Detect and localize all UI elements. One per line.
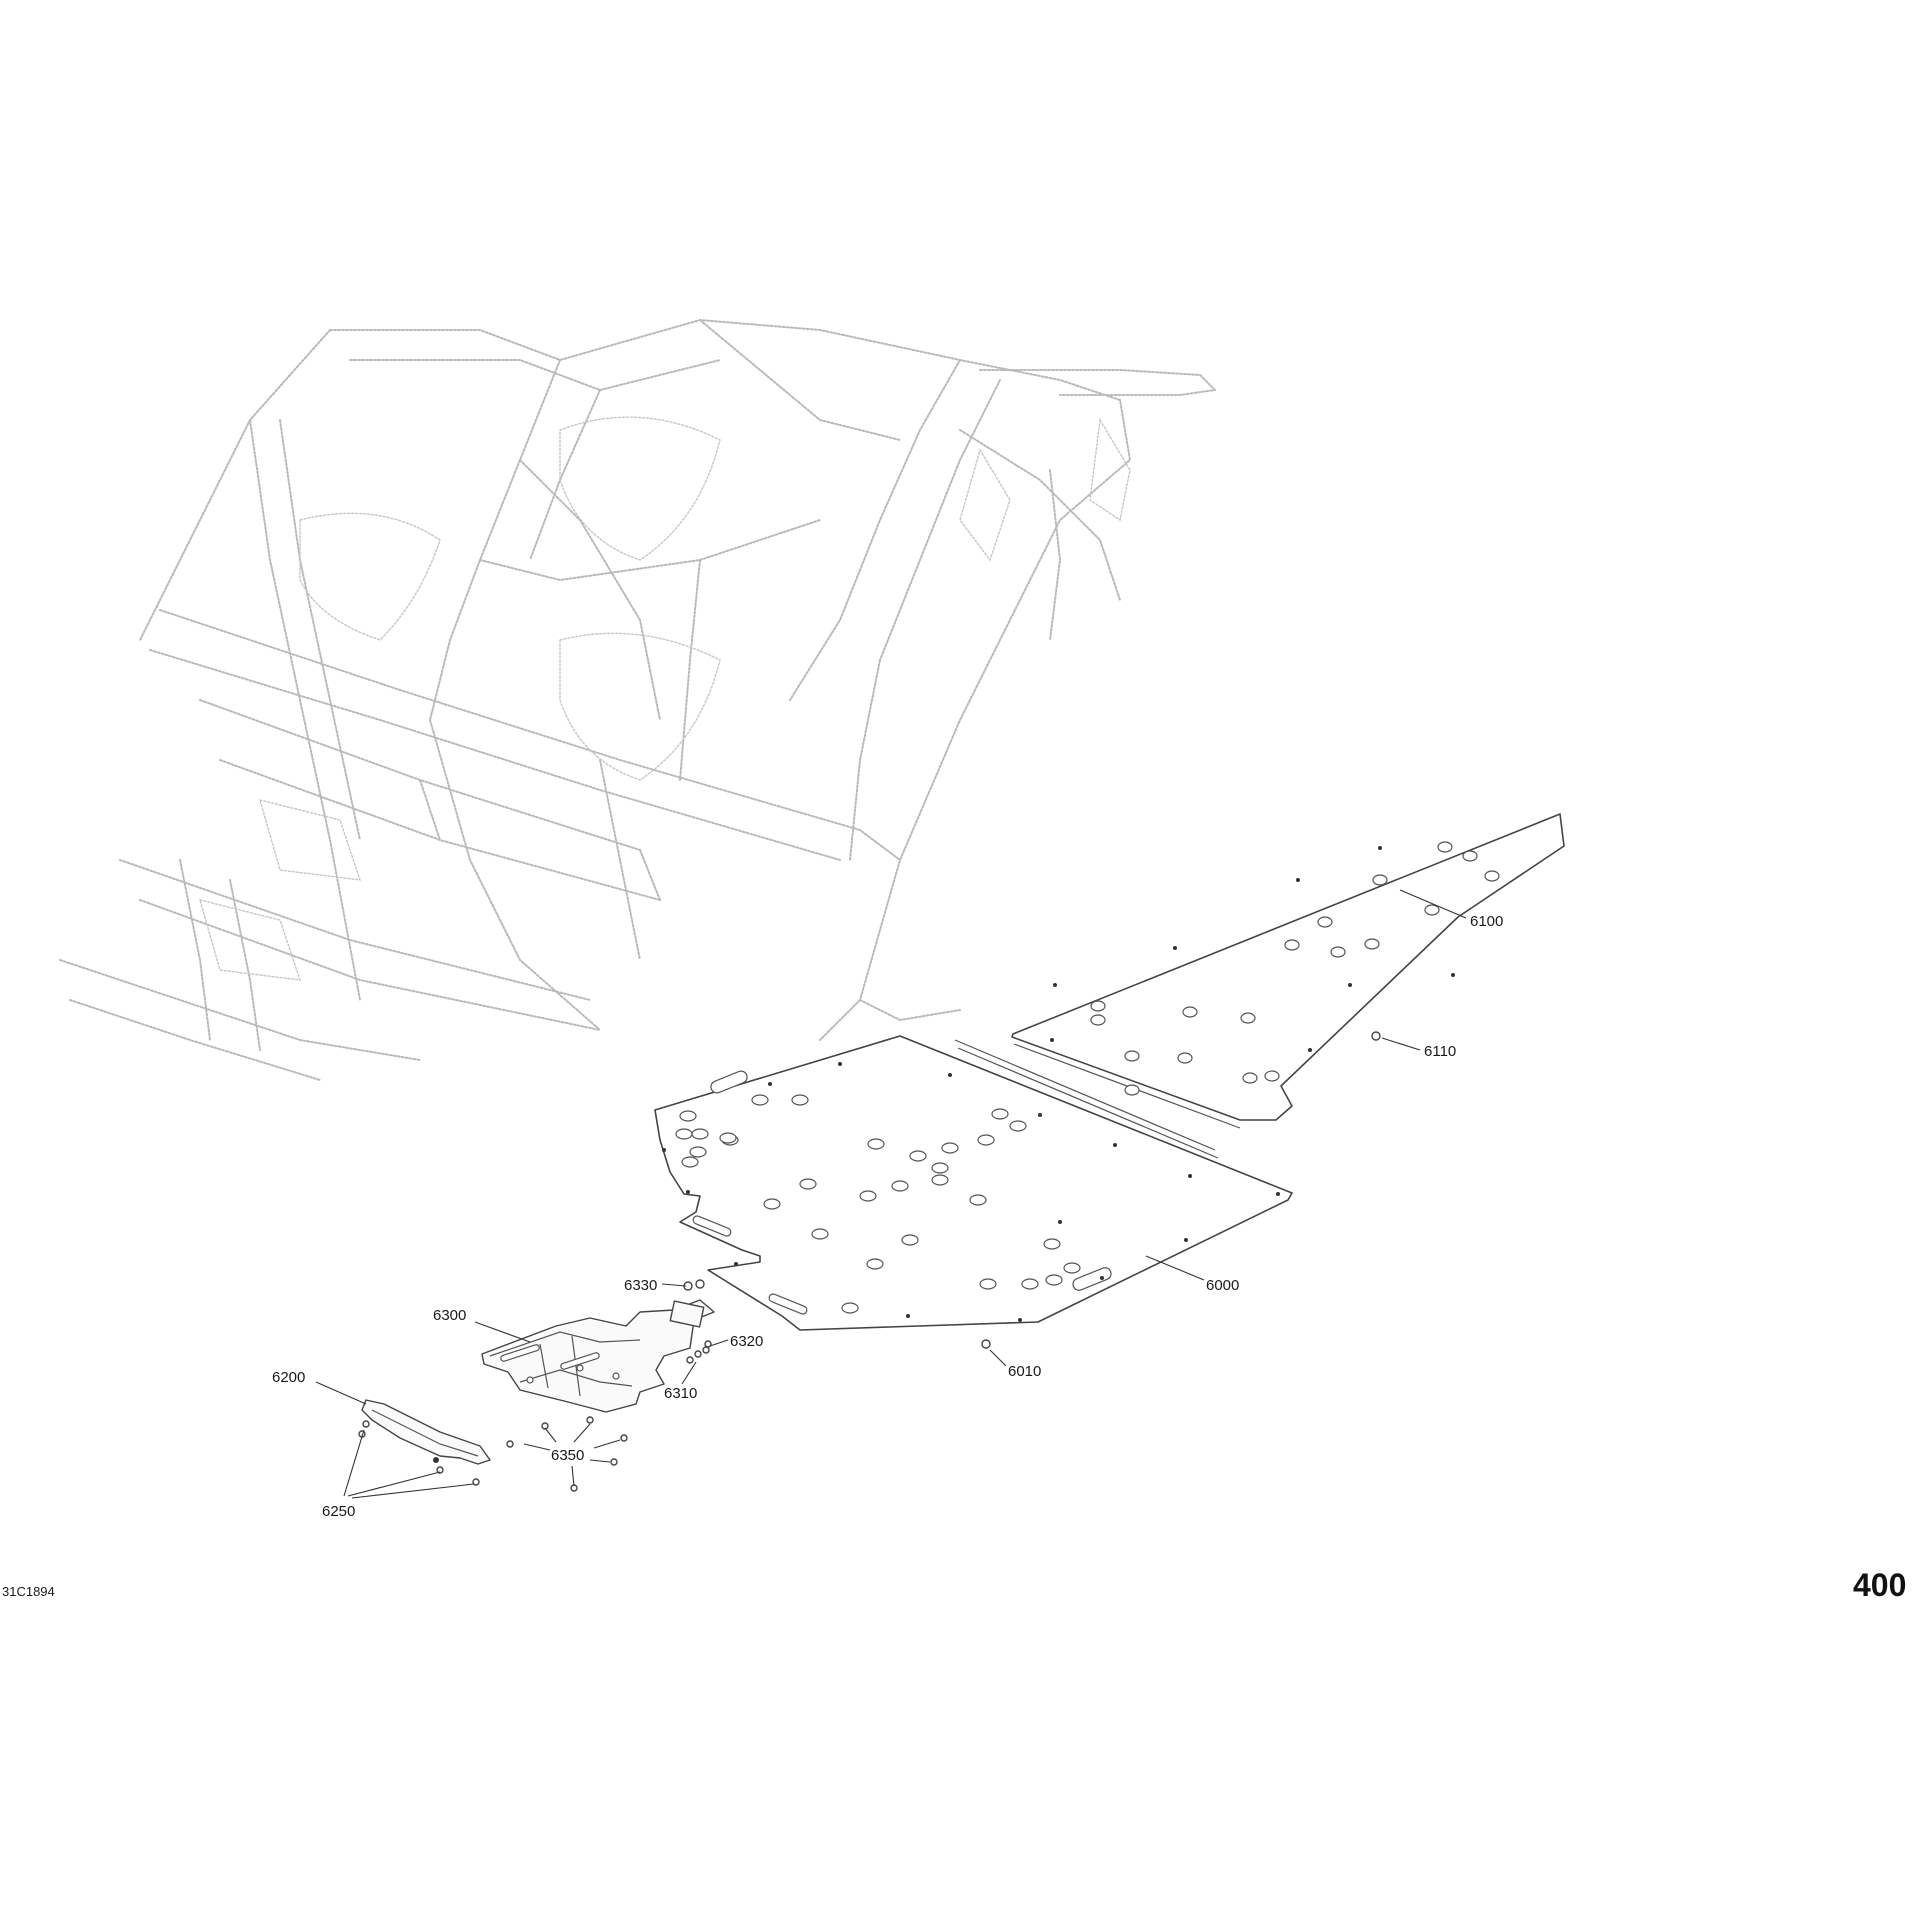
skid-plate-6100[interactable] [1011, 813, 1565, 1129]
callout-labels: 6100 6110 6000 6010 6300 6330 6320 6310 … [272, 913, 1503, 1520]
hardware-6330 [683, 1279, 705, 1291]
page-number: 400 [1853, 1567, 1906, 1603]
skid-plate-6300[interactable] [481, 1299, 715, 1413]
callout-6330: 6330 [624, 1277, 657, 1294]
guard-6200[interactable] [361, 1399, 491, 1465]
leader-lines [315, 889, 1467, 1499]
plate-6100-holes [1090, 841, 1500, 1096]
callout-6110: 6110 [1424, 1043, 1456, 1060]
hardware-6320 [702, 1340, 712, 1354]
callout-6320: 6320 [730, 1333, 763, 1350]
callout-6300: 6300 [433, 1307, 466, 1324]
skid-plate-6000[interactable] [654, 1035, 1293, 1331]
plate-6000-bolts [662, 1062, 1280, 1322]
hardware-6010 [981, 1339, 991, 1349]
hardware-6310 [686, 1350, 702, 1364]
callout-6010: 6010 [1008, 1363, 1041, 1380]
hardware-6110 [1371, 1031, 1381, 1041]
callout-6100: 6100 [1470, 913, 1503, 930]
callout-6200: 6200 [272, 1369, 305, 1386]
hardware-6350 [506, 1416, 628, 1492]
plate-6100-bolts [1050, 846, 1455, 1052]
drawing-code: 31C1894 [2, 1584, 55, 1599]
callout-6000: 6000 [1206, 1277, 1239, 1294]
vehicle-frame [59, 319, 1216, 1081]
callout-6250: 6250 [322, 1503, 355, 1520]
callout-6350: 6350 [551, 1447, 584, 1464]
plate-6000-holes [675, 1094, 1081, 1314]
plate-6000-slots [692, 1070, 1112, 1315]
callout-6310: 6310 [664, 1385, 697, 1402]
